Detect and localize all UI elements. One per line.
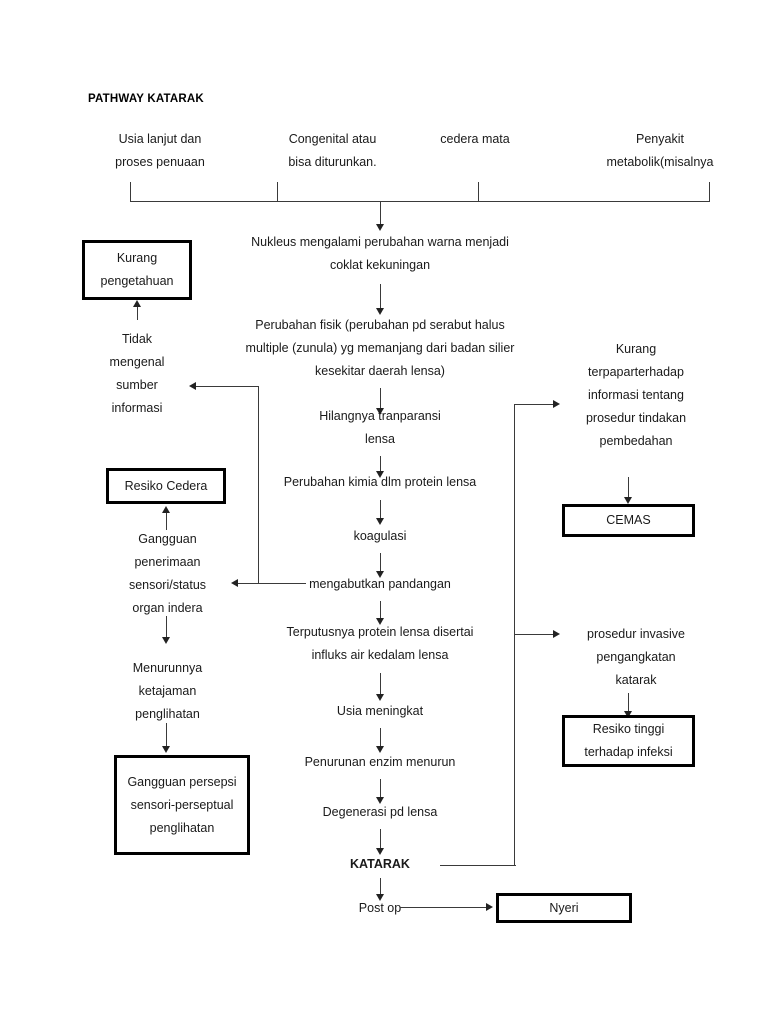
arrow-down-icon: [376, 618, 384, 625]
diagnosis-box-kurang-pengetahuan: Kurang pengetahuan: [82, 240, 192, 300]
node-nukleus: Nukleus mengalami perubahan warna menjad…: [251, 235, 509, 272]
bracket-tick-congenital: [277, 182, 278, 202]
connector-gangguan-penerimaan-to-resiko-cedera: [166, 510, 167, 530]
connector-degenerasi-to-katarak: [380, 829, 381, 850]
node-katarak: KATARAK: [350, 857, 410, 871]
node-perubahan-kimia: Perubahan kimia dlm protein lensa: [283, 475, 477, 489]
arrow-down-icon: [624, 711, 632, 718]
page-title: PATHWAY KATARAK: [88, 93, 204, 105]
node-usia-meningkat: Usia meningkat: [336, 704, 424, 718]
node-menurunnya-ketajaman: Menurunnya ketajaman penglihatan: [132, 661, 203, 721]
node-gangguan-penerimaan-sensori: Gangguan penerimaan sensori/status organ…: [128, 532, 207, 615]
connector-koagulasi-to-mengabutkan: [380, 553, 381, 573]
arrow-down-icon: [376, 224, 384, 231]
arrow-down-icon: [376, 308, 384, 315]
connector-trunk-to-prosedur-invasive: [514, 634, 555, 635]
cause-penyakit-metabolik: Penyakit metabolik(misalnya: [606, 132, 714, 169]
cause-cedera-mata: cedera mata: [440, 132, 510, 146]
connector-kurang-terpapar-to-cemas: [628, 477, 629, 499]
cause-usia-lanjut: Usia lanjut dan proses penuaan: [115, 132, 205, 169]
diagnosis-box-gangguan-persepsi: Gangguan persepsi sensori-perseptual pen…: [114, 755, 250, 855]
arrow-left-icon: [189, 382, 196, 390]
connector-post-op-to-nyeri: [400, 907, 488, 908]
connector-terputusnya-to-usia-meningkat: [380, 673, 381, 696]
connector-prosedur-invasive-to-resiko-tinggi: [628, 693, 629, 713]
node-post-op: Post op: [358, 901, 402, 915]
connector-gangguan-penerimaan-to-menurunnya: [166, 616, 167, 639]
connector-tidak-mengenal-to-kurang-pengetahuan: [137, 303, 138, 320]
diagnosis-box-nyeri: Nyeri: [496, 893, 632, 923]
connector-trunk-to-tidak-mengenal: [196, 386, 259, 387]
causes-bracket: [130, 182, 710, 202]
arrow-up-icon: [162, 506, 170, 513]
arrow-up-icon: [133, 300, 141, 307]
connector-trunk-to-kurang-terpapar: [514, 404, 555, 405]
arrow-right-icon: [553, 400, 560, 408]
connector-left-vertical-trunk: [258, 386, 259, 584]
connector-mengabutkan-to-terputusnya: [380, 601, 381, 620]
arrow-left-icon: [231, 579, 238, 587]
arrow-right-icon: [486, 903, 493, 911]
connector-usia-meningkat-to-penurunan-enzim: [380, 728, 381, 748]
diagnosis-box-resiko-cedera: Resiko Cedera: [106, 468, 226, 504]
arrow-down-icon: [624, 497, 632, 504]
connector-menurunnya-to-gangguan-persepsi: [166, 723, 167, 748]
connector-katarak-to-post-op: [380, 878, 381, 896]
connector-perubahan-kimia-to-koagulasi: [380, 500, 381, 520]
node-terputusnya-protein: Terputusnya protein lensa disertai influ…: [286, 625, 474, 662]
node-hilangnya-transparansi: Hilangnya tranparansi lensa: [319, 409, 441, 446]
arrow-down-icon: [376, 797, 384, 804]
arrow-down-icon: [376, 408, 384, 415]
connector-nukleus-to-perubahan-fisik: [380, 284, 381, 310]
node-penurunan-enzim: Penurunan enzim menurun: [304, 755, 456, 769]
diagnosis-box-resiko-tinggi-infeksi: Resiko tinggi terhadap infeksi: [562, 715, 695, 767]
arrow-down-icon: [376, 694, 384, 701]
cause-congenital: Congenital atau bisa diturunkan.: [288, 132, 377, 169]
arrow-down-icon: [376, 894, 384, 901]
connector-katarak-to-right-trunk: [440, 865, 516, 866]
arrow-down-icon: [376, 571, 384, 578]
node-perubahan-fisik: Perubahan fisik (perubahan pd serabut ha…: [245, 318, 515, 378]
node-tidak-mengenal-sumber-informasi: Tidak mengenal sumber informasi: [109, 332, 165, 415]
arrow-down-icon: [376, 746, 384, 753]
arrow-down-icon: [376, 518, 384, 525]
arrow-down-icon: [162, 637, 170, 644]
connector-perubahan-fisik-to-hilangnya: [380, 388, 381, 410]
node-degenerasi: Degenerasi pd lensa: [322, 805, 438, 819]
connector-mengabutkan-to-gangguan-penerimaan: [238, 583, 306, 584]
arrow-down-icon: [376, 471, 384, 478]
arrow-down-icon: [162, 746, 170, 753]
connector-bracket-to-nukleus: [380, 202, 381, 226]
node-prosedur-invasive: prosedur invasive pengangkatan katarak: [587, 627, 685, 687]
arrow-right-icon: [553, 630, 560, 638]
connector-penurunan-enzim-to-degenerasi: [380, 779, 381, 799]
diagnosis-box-cemas: CEMAS: [562, 504, 695, 537]
node-koagulasi: koagulasi: [353, 529, 407, 543]
node-mengabutkan-pandangan: mengabutkan pandangan: [309, 577, 451, 591]
bracket-tick-cedera: [478, 182, 479, 202]
connector-hilangnya-to-perubahan-kimia: [380, 456, 381, 473]
arrow-down-icon: [376, 848, 384, 855]
node-kurang-terpapar-informasi: Kurang terpaparterhadap informasi tentan…: [585, 342, 687, 448]
